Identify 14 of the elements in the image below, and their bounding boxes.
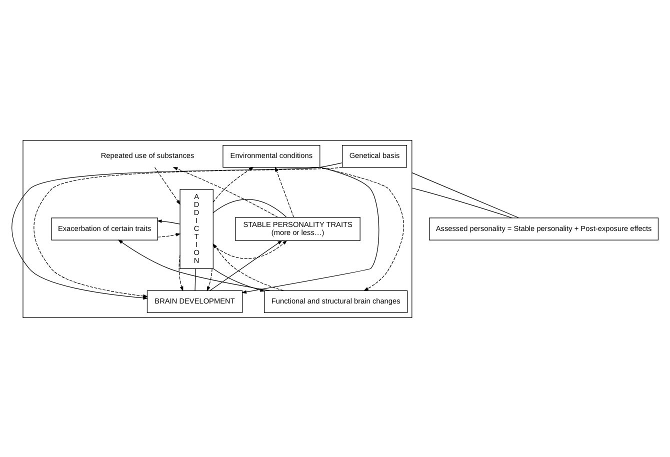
connector xyxy=(194,268,196,290)
arrow xyxy=(154,166,180,204)
arrow xyxy=(178,254,184,291)
arrow xyxy=(319,166,404,290)
arrow xyxy=(156,218,180,224)
connector xyxy=(212,198,287,218)
connector xyxy=(412,187,513,218)
connector xyxy=(412,172,520,218)
arrow xyxy=(118,239,270,290)
arrow xyxy=(213,268,266,292)
arrow xyxy=(206,268,212,291)
cluster xyxy=(22,140,412,318)
arrow xyxy=(212,240,288,258)
arrow xyxy=(157,232,181,237)
